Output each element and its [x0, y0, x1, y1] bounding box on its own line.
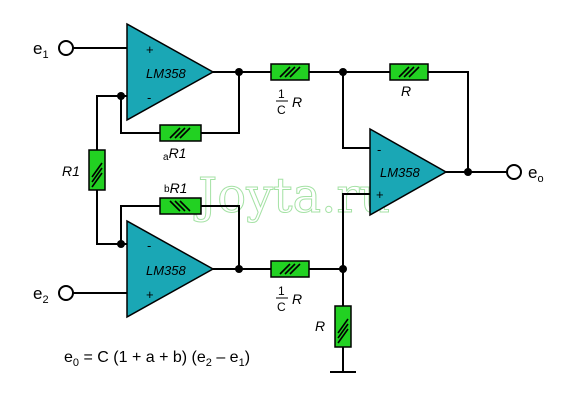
opamp-bottom: - + LM358: [126, 219, 215, 319]
wire-r1-top: [96, 95, 121, 150]
terminal-eo: [506, 164, 522, 180]
node-bottom-output: [235, 265, 243, 273]
node-top-junction: [339, 68, 347, 76]
opamp-top-part: LM358: [146, 66, 187, 81]
junction-nodes: [117, 68, 472, 273]
node-top-minus: [117, 92, 125, 100]
terminal-e2: [58, 285, 74, 301]
resistor-top-input: [270, 63, 310, 81]
wire-top-feedback: [201, 72, 240, 134]
svg-text:R: R: [292, 291, 302, 307]
label-b-r1: bR1: [164, 180, 187, 196]
svg-text:R: R: [292, 94, 302, 110]
label-feedback: R: [401, 83, 411, 99]
wire-feedback-right: [428, 71, 469, 172]
opamp-output-plus: +: [376, 187, 384, 202]
opamp-bottom-plus: +: [146, 287, 154, 302]
opamp-output-minus: -: [377, 142, 381, 157]
opamp-bottom-minus: -: [147, 238, 151, 253]
resistor-a-r1: [159, 124, 202, 142]
formula: e0 = C (1 + a + b) (e2 – e1): [64, 349, 250, 369]
resistor-feedback: [389, 63, 429, 81]
opamp-top-plus: +: [146, 42, 154, 57]
resistor-r1: [88, 149, 106, 191]
opamp-top: + - LM358: [126, 22, 215, 122]
terminal-e1: [58, 40, 74, 56]
svg-text:C: C: [277, 103, 286, 117]
resistor-bottom-input: [270, 260, 310, 278]
svg-text:C: C: [277, 300, 286, 314]
watermark: Joyta.ru: [193, 168, 390, 224]
label-eo: eo: [528, 163, 544, 185]
label-top-input: 1 C R: [276, 87, 302, 117]
resistor-b-r1: [159, 197, 202, 215]
svg-text:1: 1: [278, 87, 285, 101]
wire-bottom-feedback: [201, 205, 240, 269]
node-bottom-junction: [339, 265, 347, 273]
wire-junction-to-plus: [342, 193, 370, 269]
label-ground: R: [315, 318, 325, 334]
opamp-output-part: LM358: [380, 165, 421, 180]
wire-bottom-minus: [120, 205, 160, 244]
opamp-bottom-part: LM358: [146, 263, 187, 278]
node-bottom-minus: [117, 240, 125, 248]
svg-text:1: 1: [278, 284, 285, 298]
opamp-top-minus: -: [147, 90, 151, 105]
label-bottom-input: 1 C R: [276, 284, 302, 314]
wire-junction-to-minus: [342, 72, 370, 149]
node-top-output: [235, 68, 243, 76]
wire-r1-bottom: [96, 190, 127, 245]
label-r1: R1: [62, 163, 80, 179]
label-e2: e2: [33, 284, 49, 306]
resistor-ground: [334, 305, 352, 348]
label-e1: e1: [33, 39, 49, 61]
node-output: [464, 168, 472, 176]
opamp-output: - + LM358: [369, 127, 448, 217]
label-a-r1: aR1: [163, 145, 186, 163]
